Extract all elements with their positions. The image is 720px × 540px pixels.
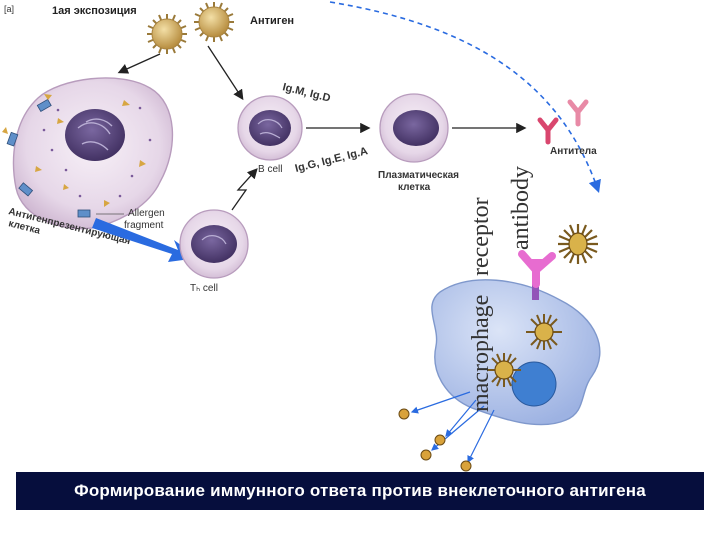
- antibody-1: [537, 117, 559, 145]
- macrophage-nucleus: [511, 361, 557, 407]
- antibodies-label: Антитела: [550, 146, 597, 157]
- fragment-2: [434, 434, 446, 446]
- dashed-arrow-to-antibodies: [329, 1, 601, 194]
- b-cell: [237, 95, 303, 161]
- th-cell: [179, 209, 249, 279]
- plasma-cell: [379, 93, 449, 163]
- allergen-label-line1: Allergen: [128, 208, 165, 219]
- bound-antigen-top: [558, 224, 598, 264]
- b-cell-label: B cell: [258, 164, 282, 175]
- receptor-stalk: [532, 284, 539, 300]
- panel-tag: [a]: [4, 4, 14, 14]
- arrow-antigen-to-bcell: [207, 45, 244, 101]
- macrophage-word: macrophage: [468, 295, 494, 412]
- plasma-cell-label-line1: Плазматическая: [378, 170, 459, 181]
- plasma-cell-label-line2: клетка: [398, 182, 431, 193]
- antigen-particle-2: [194, 2, 234, 42]
- igm-igd-label: Ig.M, Ig.D: [281, 81, 331, 104]
- receptor-word: receptor: [468, 197, 494, 276]
- antigen-label: Антиген: [250, 15, 294, 27]
- antigen-particle-1: [147, 14, 187, 54]
- antigen-presenting-cell: [2, 77, 174, 230]
- antigen-fragments: [398, 408, 472, 472]
- antibody-word: antibody: [508, 166, 534, 250]
- fragment-3: [420, 449, 432, 461]
- allergen-label-line2: fragment: [124, 220, 164, 231]
- fragment-1: [398, 408, 410, 420]
- igg-ige-iga-label: Ig.G, Ig.E, Ig.A: [294, 145, 369, 175]
- engulfed-antigen-2: [487, 353, 521, 387]
- arrow-thcell-to-bcell: [231, 168, 258, 211]
- first-exposure-label: 1ая экспозиция: [52, 5, 137, 17]
- bound-antibody: [518, 250, 556, 288]
- caption-bar: Формирование иммунного ответа против вне…: [16, 472, 704, 510]
- th-cell-label: Tₕ cell: [190, 283, 218, 294]
- caption-text: Формирование иммунного ответа против вне…: [74, 481, 646, 500]
- engulfed-antigen-1: [526, 314, 562, 350]
- arrow-antigen-to-apc: [117, 53, 161, 74]
- arrow-apc-to-thcell: [92, 218, 198, 262]
- fragment-4: [460, 460, 472, 472]
- antibody-2: [567, 99, 589, 127]
- macrophage: [431, 279, 601, 426]
